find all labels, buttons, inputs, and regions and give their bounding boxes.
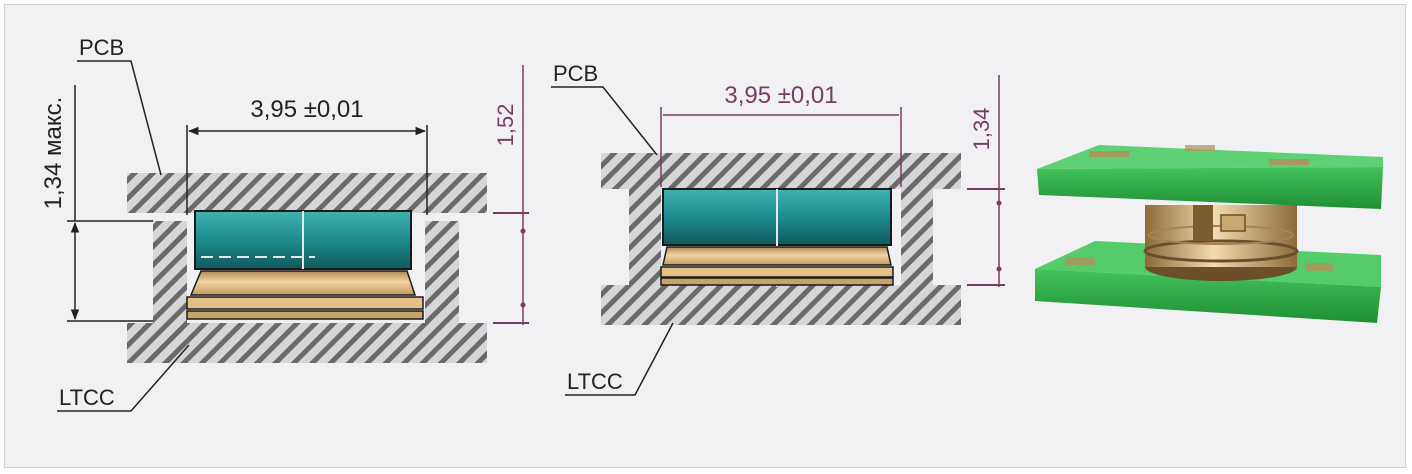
pcb-plate: [127, 173, 487, 213]
left-height-dimension: 1,34 макс.: [40, 97, 67, 210]
component-3d: [1143, 205, 1299, 281]
right-side-block: [901, 189, 933, 287]
middle-ltcc-label: LTCC: [567, 369, 623, 394]
middle-width-dimension: 3,95 ±0,01: [724, 82, 837, 109]
left-side-block: [153, 221, 187, 325]
pcb-plate: [601, 153, 961, 189]
component-cross-section: [186, 210, 424, 320]
ltcc-plate: [601, 285, 961, 325]
left-drawing: 3,95 ±0,01 1,34 макс. 1,52 PCB LTCC: [40, 35, 529, 412]
left-width-dimension: 3,95 ±0,01: [250, 96, 363, 123]
top-pcb-board: [1037, 145, 1383, 209]
left-pcb-label: PCB: [79, 35, 124, 60]
middle-height-dimension: 1,34: [969, 108, 994, 151]
diagram-canvas: 3,95 ±0,01 1,34 макс. 1,52 PCB LTCC: [40, 35, 1383, 412]
middle-pcb-label: PCB: [553, 61, 598, 86]
left-side-block: [629, 189, 661, 287]
left-ltcc-label: LTCC: [59, 385, 115, 410]
right-side-block: [425, 221, 459, 325]
figure-frame: 3,95 ±0,01 1,34 макс. 1,52 PCB LTCC: [4, 4, 1406, 468]
component-cross-section: [660, 188, 894, 287]
middle-drawing: 3,95 ±0,01 1,34 PCB LTCC: [551, 61, 1005, 396]
right-3d-render: [1035, 145, 1383, 323]
left-gap-dimension: 1,52: [493, 104, 518, 147]
ltcc-plate: [127, 323, 487, 363]
